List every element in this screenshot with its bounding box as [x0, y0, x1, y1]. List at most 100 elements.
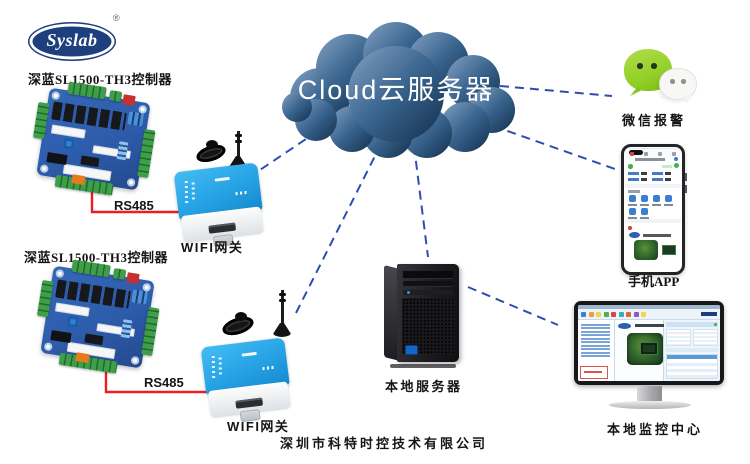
records-table: [666, 354, 718, 379]
app-function-icon: [640, 208, 649, 219]
bottom-nav-bar: [625, 148, 681, 158]
terminal-block: [67, 81, 107, 100]
online-badge: [662, 165, 672, 168]
tree-item: [581, 341, 610, 343]
connector-block: [50, 330, 72, 344]
gateway-print: [211, 354, 216, 379]
wechat-label: 微信报警: [622, 113, 687, 128]
tree-item: [581, 334, 610, 336]
lcd-panel-photo: [662, 245, 676, 255]
gateway-led-row: [235, 190, 248, 196]
pcb-mount-hole: [51, 91, 61, 101]
rs485-label-bottom: RS485: [144, 375, 184, 390]
phone-app-screen: [625, 148, 681, 271]
server-foot-shadow: [390, 364, 456, 368]
phone-image: [621, 144, 687, 275]
server-label: 本地服务器: [385, 379, 463, 394]
antenna-ring: [234, 140, 242, 143]
connector-block: [75, 352, 90, 364]
company-name: 深圳市科特时控技术有限公司: [280, 436, 489, 451]
power-led: [407, 291, 410, 294]
section-divider: [625, 219, 681, 223]
terminal-block: [137, 128, 156, 179]
data-field: [652, 178, 663, 181]
controller-bottom-label: 深蓝SL1500-TH3控制器: [24, 250, 169, 265]
link-cloud-to-server: [413, 145, 429, 258]
tree-item: [581, 330, 610, 333]
monitor-label: 本地监控中心: [607, 422, 704, 437]
wifi-gateway-bottom-image: [200, 290, 298, 423]
cloud-server-icon: [268, 22, 524, 160]
tree-item: [581, 327, 610, 329]
bubble-eye: [637, 63, 643, 69]
pcb-mount-hole: [126, 177, 136, 188]
trimpot: [62, 137, 76, 151]
monitor-base: [609, 401, 691, 409]
pcb-board: [36, 259, 160, 374]
data-panel-header: [666, 322, 718, 327]
terminal-block: [141, 306, 160, 357]
gateway-brand-mark: [214, 176, 230, 182]
controller-bottom-image: [32, 259, 162, 378]
data-value: [641, 172, 647, 175]
control-strip: [403, 290, 453, 295]
alert-box: [580, 366, 608, 379]
ic-chip: [84, 333, 104, 346]
wifi-gateway-top-image: [173, 131, 268, 248]
logo-oval: Syslab: [28, 22, 116, 61]
tree-item: [581, 348, 610, 350]
monitoring-software-screen: [578, 305, 720, 381]
toolbar-icon: [596, 311, 601, 317]
antenna-cable-coil: [235, 312, 247, 321]
nav-item: [644, 151, 648, 156]
gateway-print: [184, 179, 189, 204]
connector-block: [46, 152, 68, 166]
gateway-top-label: WIFI网关: [181, 240, 244, 255]
window-title-bar: [578, 305, 720, 309]
monitoring-center-image: [574, 301, 728, 413]
monitor-stand: [637, 386, 662, 401]
local-server-image: [384, 264, 468, 368]
brand-oval: [629, 232, 640, 238]
gateway-port: [235, 397, 264, 409]
terminal-block: [112, 268, 127, 280]
pcb-mount-hole: [55, 269, 65, 279]
toolbar-icon: [611, 311, 616, 317]
tree-item: [581, 351, 610, 354]
data-field: [628, 178, 639, 181]
mini-table: [666, 329, 691, 346]
pcb-label-strip: [54, 302, 90, 317]
gateway-print: [218, 354, 222, 375]
data-field: [628, 172, 639, 175]
app-function-icon: [652, 195, 661, 206]
trimpot: [66, 315, 80, 329]
antenna-ring: [278, 299, 286, 302]
nav-item: [630, 151, 634, 156]
link-server-to-monitor: [467, 286, 559, 326]
dvd-bay: [403, 271, 453, 279]
app-function-icon: [628, 208, 637, 219]
terminal-block: [36, 279, 54, 318]
gateway-brand-mark: [241, 351, 257, 357]
gear-icon: [674, 157, 678, 161]
status-dot: [674, 163, 679, 168]
pcb-mount-hole: [130, 355, 140, 366]
section-label: [628, 190, 640, 193]
filter-bar: [666, 348, 718, 352]
pcb-board: [32, 81, 156, 196]
pcb-mount-hole: [43, 342, 53, 352]
tree-item: [581, 337, 610, 340]
section-divider: [625, 184, 681, 188]
data-value: [641, 178, 647, 181]
tree-item: [581, 344, 610, 347]
power-terminal: [126, 272, 140, 284]
toolbar-icon: [603, 311, 609, 317]
server-front-panel: [397, 264, 459, 362]
gateway-print: [191, 179, 195, 200]
status-dot: [628, 164, 633, 169]
bubble-tail: [682, 95, 691, 104]
terminal-block: [32, 101, 50, 140]
pcb-mount-hole: [39, 164, 49, 174]
wechat-icon: [623, 49, 697, 107]
mini-table: [693, 329, 718, 346]
